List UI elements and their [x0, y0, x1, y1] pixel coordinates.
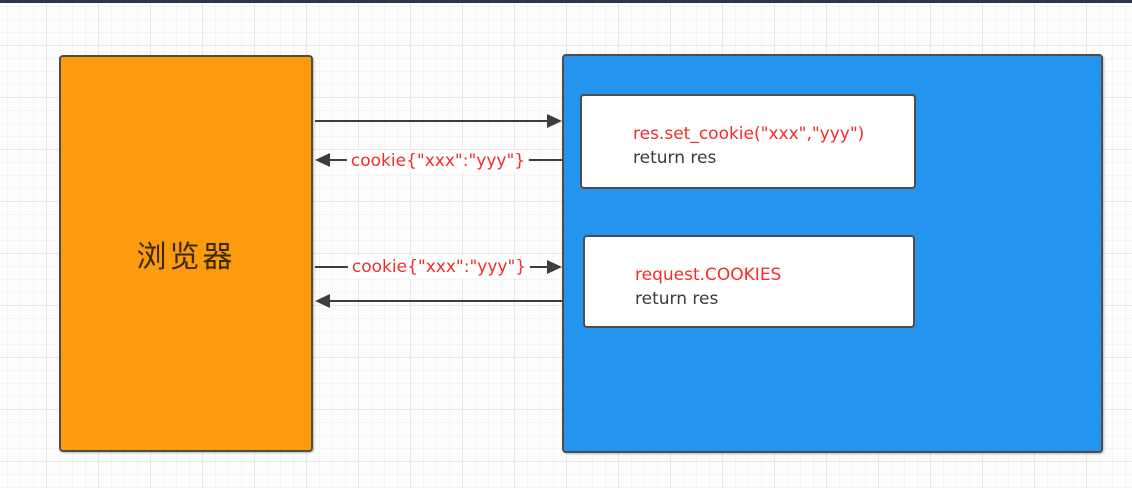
arrowhead-right-icon [547, 260, 562, 274]
browser-node-label: 浏览器 [136, 239, 236, 275]
request-arrow-top [315, 114, 562, 128]
cookie-request-label: cookie{"xxx":"yyy"} [347, 256, 531, 278]
arrow-shaft [326, 300, 562, 302]
arrow-shaft [315, 120, 551, 122]
set-cookie-return-line: return res [633, 148, 717, 168]
read-cookies-handler-card: request.COOKIES return res [583, 235, 915, 328]
arrowhead-left-icon [315, 153, 330, 167]
top-border-bar [0, 0, 1132, 3]
response-arrow-bottom [315, 294, 562, 308]
set-cookie-code-line: res.set_cookie("xxx","yyy") [633, 124, 865, 144]
set-cookie-handler-card: res.set_cookie("xxx","yyy") return res [580, 94, 916, 189]
arrowhead-right-icon [547, 114, 562, 128]
browser-node: 浏览器 [59, 55, 313, 452]
cookie-response-label: cookie{"xxx":"yyy"} [346, 150, 530, 172]
read-cookies-return-line: return res [635, 289, 719, 309]
arrowhead-left-icon [315, 294, 330, 308]
read-cookies-code-line: request.COOKIES [635, 265, 782, 285]
